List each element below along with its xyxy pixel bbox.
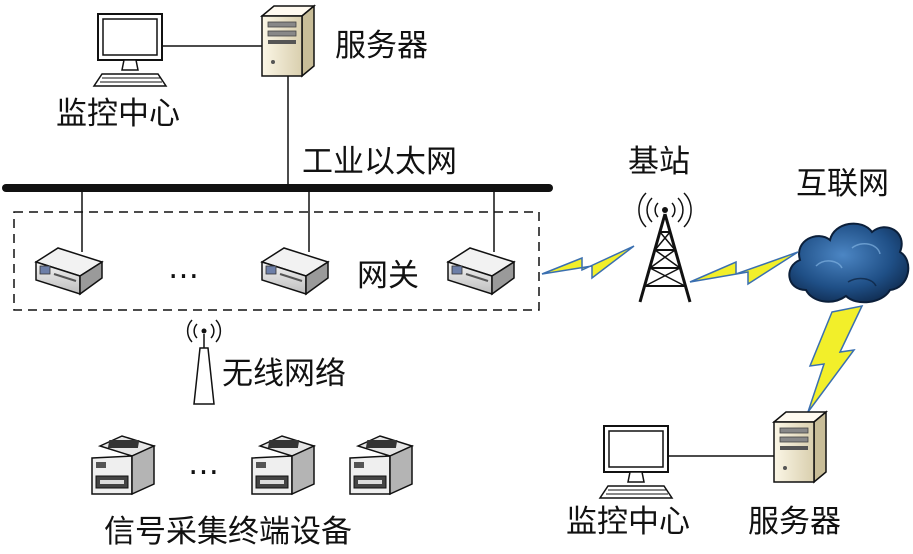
ethernet-label: 工业以太网 [302, 144, 457, 180]
gateway-icon-2 [261, 247, 329, 295]
internet-label: 互联网 [796, 166, 889, 202]
top-monitor-icon [93, 13, 167, 87]
top-monitor-label: 监控中心 [56, 96, 180, 132]
wireless-link-gateway-station [541, 245, 635, 280]
base-station-label: 基站 [628, 144, 690, 180]
top-server-label: 服务器 [335, 28, 428, 64]
bottom-server-label: 服务器 [748, 504, 841, 540]
bottom-monitor-icon [599, 425, 673, 499]
wireless-link-station-internet [689, 251, 799, 286]
terminal-icon-2 [251, 435, 315, 495]
terminal-icon-3 [349, 435, 413, 495]
terminals-label: 信号采集终端设备 [104, 514, 352, 550]
base-station-tower-icon [638, 192, 692, 303]
gateway-label: 网关 [357, 258, 419, 294]
gateway-group-box [13, 211, 540, 311]
wireless-antenna-icon [186, 319, 222, 405]
wireless-link-internet-server [807, 304, 864, 413]
terminal-ellipsis: … [188, 446, 219, 482]
gateway-icon-1 [35, 247, 103, 295]
internet-cloud-icon [788, 222, 910, 304]
bottom-server-icon [773, 411, 827, 483]
top-server-icon [261, 5, 315, 77]
gateway-icon-3 [447, 247, 515, 295]
bottom-monitor-label: 监控中心 [566, 504, 690, 540]
wireless-net-label: 无线网络 [222, 356, 346, 392]
terminal-icon-1 [91, 435, 155, 495]
gateway-ellipsis: … [168, 250, 199, 286]
